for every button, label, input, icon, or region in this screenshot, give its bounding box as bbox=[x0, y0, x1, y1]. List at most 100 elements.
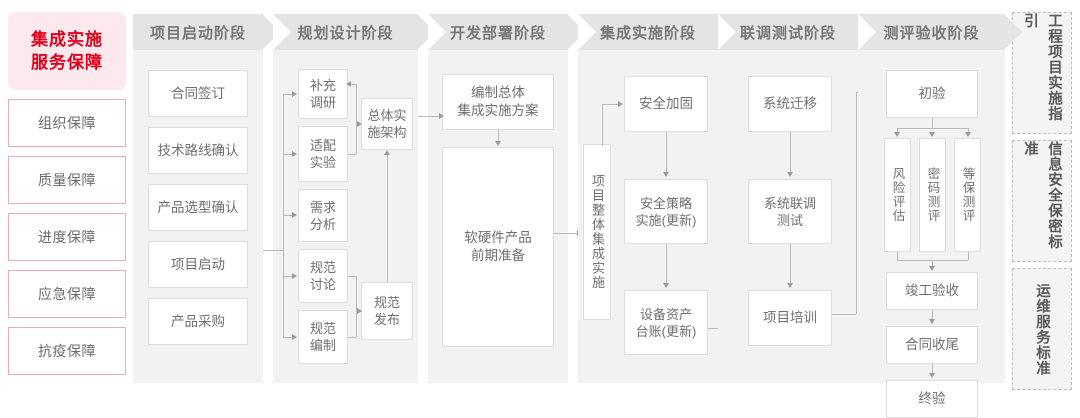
node-product-procurement[interactable]: 产品采购 bbox=[148, 298, 248, 345]
phase-header-evaluation-acceptance[interactable]: 测评验收阶段 bbox=[858, 14, 1022, 50]
node-supplementary-research[interactable]: 补充 调研 bbox=[298, 69, 348, 119]
standards-rail: 工程项目实施指引 信息安全保密标准 运维服务标准 bbox=[1012, 12, 1072, 390]
node-label: 产品采购 bbox=[171, 313, 225, 329]
phase-header-label: 开发部署阶段 bbox=[449, 24, 546, 42]
connector bbox=[498, 130, 499, 142]
node-project-training[interactable]: 项目培训 bbox=[748, 290, 832, 346]
node-security-policy-implementation[interactable]: 安全策略 实施(更新) bbox=[624, 179, 708, 244]
phase-header-joint-testing[interactable]: 联调测试阶段 bbox=[718, 14, 875, 50]
arrowhead-icon bbox=[357, 120, 362, 127]
arrowhead-icon bbox=[292, 272, 297, 279]
arrowhead-icon bbox=[346, 80, 351, 87]
phase-header-label: 项目启动阶段 bbox=[149, 24, 246, 42]
node-standard-drafting[interactable]: 规范 编制 bbox=[298, 310, 348, 364]
node-preliminary-acceptance[interactable]: 初验 bbox=[886, 70, 978, 118]
node-contract-closeout[interactable]: 合同收尾 bbox=[886, 326, 978, 364]
node-requirements-analysis[interactable]: 需求 分析 bbox=[298, 189, 348, 242]
connector bbox=[932, 364, 933, 373]
node-tech-route-confirm[interactable]: 技术路线确认 bbox=[148, 127, 248, 174]
node-overall-project-integration[interactable]: 项目整体集成实施 bbox=[583, 144, 611, 320]
standard-item-om-service[interactable]: 运维服务标准 bbox=[1012, 268, 1072, 390]
node-completion-acceptance[interactable]: 竣工验收 bbox=[886, 272, 978, 310]
connector bbox=[348, 276, 356, 277]
connector-p2-to-p3 bbox=[418, 116, 440, 117]
diagram-title-line-1: 集成实施 bbox=[31, 30, 103, 49]
node-label: 风险评估 bbox=[890, 167, 905, 223]
node-label: 补充 调研 bbox=[309, 78, 336, 110]
phase-column-planning-design: 规划设计阶段 补充 调研 适配 实验 需求 分析 规范 讨论 规范 编制 总体实… bbox=[273, 14, 435, 383]
connector bbox=[283, 215, 293, 216]
connector bbox=[602, 104, 618, 105]
phase-body: 合同签订 技术路线确认 产品选型确认 项目启动 产品采购 bbox=[133, 50, 263, 383]
standard-item-infosec-confidentiality[interactable]: 信息安全保密标准 bbox=[1012, 140, 1072, 262]
sidebar-item-schedule[interactable]: 进度保障 bbox=[8, 213, 126, 261]
node-overall-integration-plan[interactable]: 编制总体 集成实施方案 bbox=[442, 74, 554, 130]
arrowhead-icon bbox=[893, 132, 900, 137]
sidebar-item-label: 应急保障 bbox=[38, 286, 96, 302]
phase-body: 项目整体集成实施 安全加固 安全策略 实施(更新) 设备资产 台账(更新) bbox=[578, 50, 718, 383]
connector-p5-to-p6-seg1 bbox=[832, 314, 856, 315]
node-equipment-asset-ledger[interactable]: 设备资产 台账(更新) bbox=[624, 290, 708, 355]
node-standard-release[interactable]: 规范 发布 bbox=[361, 282, 413, 340]
sidebar-item-organization[interactable]: 组织保障 bbox=[8, 99, 126, 147]
node-label: 等保测评 bbox=[960, 167, 975, 223]
node-label: 终验 bbox=[918, 391, 946, 406]
node-system-migration[interactable]: 系统迁移 bbox=[748, 76, 832, 132]
node-label: 合同签订 bbox=[171, 85, 225, 101]
connector bbox=[932, 260, 933, 266]
node-hardware-software-preparation[interactable]: 软硬件产品 前期准备 bbox=[442, 147, 554, 347]
node-adaptation-experiment[interactable]: 适配 实验 bbox=[298, 126, 348, 182]
arrowhead-icon bbox=[618, 100, 623, 107]
node-classified-protection-evaluation[interactable]: 等保测评 bbox=[954, 138, 981, 252]
node-label: 项目培训 bbox=[763, 310, 817, 325]
phase-header-development-deployment[interactable]: 开发部署阶段 bbox=[428, 14, 585, 50]
connector bbox=[932, 310, 933, 319]
arrowhead-icon bbox=[439, 112, 444, 119]
standard-item-project-guideline[interactable]: 工程项目实施指引 bbox=[1012, 12, 1072, 134]
connector bbox=[283, 94, 293, 95]
phase-column-evaluation-acceptance: 测评验收阶段 初验 风险评估 密码测评 等保测评 竣工验收 合同收尾 终验 bbox=[858, 14, 1022, 418]
phase-column-project-initiation: 项目启动阶段 合同签订 技术路线确认 产品选型确认 项目启动 产品采购 bbox=[133, 14, 280, 383]
sidebar: 集成实施 服务保障 组织保障 质量保障 进度保障 应急保障 抗疫保障 bbox=[8, 12, 126, 390]
arrowhead-icon bbox=[292, 90, 297, 97]
sidebar-item-emergency[interactable]: 应急保障 bbox=[8, 270, 126, 318]
node-risk-assessment[interactable]: 风险评估 bbox=[884, 138, 911, 252]
node-project-kickoff[interactable]: 项目启动 bbox=[148, 241, 248, 288]
phase-header-planning-design[interactable]: 规划设计阶段 bbox=[273, 14, 435, 50]
connector bbox=[283, 154, 293, 155]
arrowhead-icon bbox=[928, 319, 935, 324]
connector bbox=[283, 276, 284, 337]
phase-column-development-deployment: 开发部署阶段 编制总体 集成实施方案 软硬件产品 前期准备 bbox=[428, 14, 585, 383]
node-security-hardening[interactable]: 安全加固 bbox=[624, 76, 708, 132]
arrowhead-icon bbox=[383, 150, 390, 155]
node-label: 安全加固 bbox=[639, 96, 693, 111]
phase-header-project-initiation[interactable]: 项目启动阶段 bbox=[133, 14, 280, 50]
node-overall-implementation-architecture[interactable]: 总体实 施架构 bbox=[361, 98, 413, 150]
node-label: 竣工验收 bbox=[905, 283, 959, 298]
sidebar-item-epidemic[interactable]: 抗疫保障 bbox=[8, 327, 126, 375]
node-contract-signing[interactable]: 合同签订 bbox=[148, 70, 248, 117]
connector bbox=[897, 128, 968, 129]
sidebar-item-quality[interactable]: 质量保障 bbox=[8, 156, 126, 204]
phase-header-label: 联调测试阶段 bbox=[739, 24, 836, 42]
connector bbox=[348, 84, 356, 85]
phase-header-integration-implementation[interactable]: 集成实施阶段 bbox=[578, 14, 735, 50]
process-flow-diagram: 集成实施 服务保障 组织保障 质量保障 进度保障 应急保障 抗疫保障 项目启动阶… bbox=[8, 12, 1072, 418]
standard-item-label: 工程项目实施指引 bbox=[1022, 13, 1062, 122]
connector-p1-to-p2 bbox=[263, 250, 283, 251]
sidebar-item-label: 抗疫保障 bbox=[38, 343, 96, 359]
node-final-acceptance[interactable]: 终验 bbox=[886, 380, 978, 418]
node-cryptography-evaluation[interactable]: 密码测评 bbox=[919, 138, 946, 252]
connector bbox=[602, 104, 603, 146]
connector-p5-to-p6-seg2 bbox=[856, 92, 857, 314]
node-label: 初验 bbox=[918, 86, 946, 101]
node-standard-discussion[interactable]: 规范 讨论 bbox=[298, 249, 348, 303]
phase-body: 补充 调研 适配 实验 需求 分析 规范 讨论 规范 编制 总体实 施架构 规范… bbox=[273, 50, 418, 383]
node-product-selection-confirm[interactable]: 产品选型确认 bbox=[148, 184, 248, 231]
phase-column-integration-implementation: 集成实施阶段 项目整体集成实施 安全加固 安全策略 实施(更新) 设备资产 台账… bbox=[578, 14, 735, 383]
arrowhead-icon bbox=[494, 141, 501, 146]
node-label: 适配 实验 bbox=[309, 138, 336, 170]
node-system-joint-debug-test[interactable]: 系统联调 测试 bbox=[748, 179, 832, 244]
connector bbox=[897, 128, 898, 132]
phase-body: 系统迁移 系统联调 测试 项目培训 bbox=[718, 50, 858, 383]
